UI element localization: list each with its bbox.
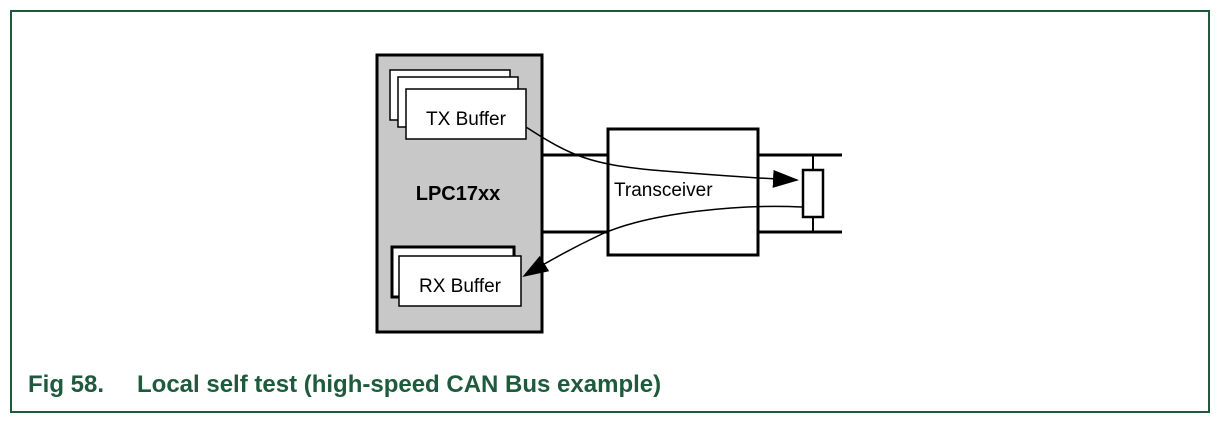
transceiver-label: Transceiver — [614, 180, 713, 201]
rx-buffer-label: RX Buffer — [419, 276, 502, 297]
rx-buffer-stack — [390, 245, 522, 307]
figure-caption: Fig 58. Local self test (high-speed CAN B… — [28, 371, 661, 399]
can-self-test-diagram: TX Buffer LPC17xx RX Buffer Transceiver — [375, 53, 842, 334]
figure-frame: TX Buffer LPC17xx RX Buffer Transceiver … — [10, 10, 1210, 413]
rx-buffer-box — [398, 255, 522, 307]
tx-buffer-box — [405, 88, 527, 140]
transceiver-block — [606, 127, 760, 257]
termination-resistor — [801, 155, 825, 232]
tx-buffer-stack — [389, 69, 527, 140]
tx-buffer-label: TX Buffer — [426, 109, 507, 130]
rx-signal-arrow — [522, 205, 803, 278]
figure-caption-text: Local self test (high-speed CAN Bus exam… — [137, 371, 662, 398]
chip-label: LPC17xx — [416, 183, 501, 205]
figure-number: Fig 58. — [28, 371, 105, 398]
tx-signal-arrow — [525, 126, 799, 188]
